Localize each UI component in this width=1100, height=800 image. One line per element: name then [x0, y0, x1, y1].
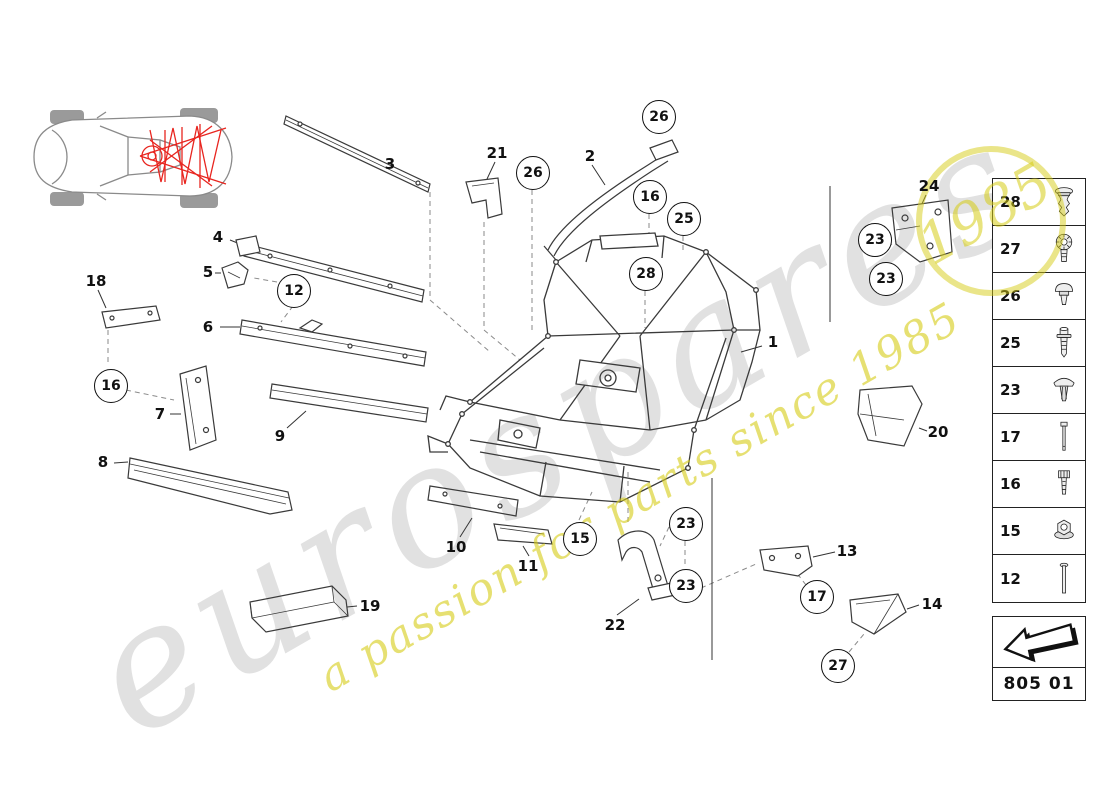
callout-label-9[interactable]: 9	[274, 427, 286, 445]
callout-circle-23[interactable]: 23	[869, 262, 903, 296]
legend-part-number: 26	[1000, 287, 1021, 305]
legend-row-26[interactable]: 26	[993, 273, 1085, 320]
legend-part-number: 23	[1000, 381, 1021, 399]
plug-grommet-icon	[1050, 278, 1078, 314]
part-8-long-beam	[127, 457, 293, 515]
callout-label-20[interactable]: 20	[927, 423, 949, 441]
callout-label-3[interactable]: 3	[384, 155, 396, 173]
callout-label-6[interactable]: 6	[202, 318, 214, 336]
callout-label-18[interactable]: 18	[85, 272, 107, 290]
part-18-bar	[101, 305, 161, 329]
part-10-beam	[427, 485, 519, 517]
car-chassis-highlight	[139, 124, 227, 188]
legend-part-number: 28	[1000, 193, 1021, 211]
part-21-bracket	[465, 177, 503, 219]
back-arrow-icon[interactable]	[993, 617, 1085, 668]
legend-part-number: 15	[1000, 522, 1021, 540]
legend-part-number: 12	[1000, 569, 1021, 588]
legend-part-number: 25	[1000, 334, 1021, 352]
socket-screw-icon	[1050, 466, 1078, 502]
long-stud-icon	[1050, 561, 1078, 597]
legend-row-16[interactable]: 16	[993, 461, 1085, 508]
callout-circle-25[interactable]: 25	[667, 202, 701, 236]
leader-lines	[97, 149, 928, 660]
callout-circle-23[interactable]: 23	[858, 223, 892, 257]
callout-label-11[interactable]: 11	[517, 557, 539, 575]
car-top-view	[33, 108, 233, 208]
callout-label-24[interactable]: 24	[918, 177, 940, 195]
legend-row-25[interactable]: 25	[993, 320, 1085, 367]
main-frame-part-1	[427, 232, 761, 503]
legend-part-number: 16	[1000, 475, 1021, 493]
part-3-rail	[283, 115, 431, 193]
legend-row-23[interactable]: 23	[993, 367, 1085, 414]
part-11-bracket	[493, 523, 553, 545]
callout-label-14[interactable]: 14	[921, 595, 943, 613]
legend-row-17[interactable]: 17	[993, 414, 1085, 461]
dashed-construction-lines	[107, 190, 898, 653]
callout-label-1[interactable]: 1	[767, 333, 779, 351]
callout-circle-16[interactable]: 16	[633, 180, 667, 214]
callout-circle-26[interactable]: 26	[516, 156, 550, 190]
part-19-box-beam	[249, 585, 349, 633]
part-24-bracket	[891, 199, 953, 263]
legend-part-number: 17	[1000, 428, 1021, 446]
part-4-rail	[235, 235, 425, 303]
expanding-rivet-icon	[1050, 184, 1078, 220]
callout-label-21[interactable]: 21	[486, 144, 508, 162]
callout-circle-15[interactable]: 15	[563, 522, 597, 556]
long-bolt-icon	[1050, 419, 1078, 455]
callout-circle-28[interactable]: 28	[629, 257, 663, 291]
part-7-plate	[179, 365, 217, 451]
callout-label-7[interactable]: 7	[154, 405, 166, 423]
legend-row-27[interactable]: 27	[993, 226, 1085, 273]
callout-label-2[interactable]: 2	[584, 147, 596, 165]
callout-circle-17[interactable]: 17	[800, 580, 834, 614]
legend-row-12[interactable]: 12	[993, 555, 1085, 602]
callout-circle-26[interactable]: 26	[642, 100, 676, 134]
knurled-screw-icon	[1050, 231, 1078, 267]
callout-label-13[interactable]: 13	[836, 542, 858, 560]
part-20-wedge	[857, 385, 923, 447]
shouldered-bolt-icon	[1050, 325, 1078, 361]
part-14-wedge	[849, 593, 907, 635]
callout-circle-16[interactable]: 16	[94, 369, 128, 403]
part-2-curved-rail	[543, 139, 679, 261]
part-6-rail	[239, 319, 427, 367]
callout-label-10[interactable]: 10	[445, 538, 467, 556]
callout-circle-27[interactable]: 27	[821, 649, 855, 683]
part-5-clamp	[221, 261, 249, 289]
callout-label-4[interactable]: 4	[212, 228, 224, 246]
callout-circle-12[interactable]: 12	[277, 274, 311, 308]
callout-label-5[interactable]: 5	[202, 263, 214, 281]
diagram-code: 805 01	[1003, 674, 1075, 694]
callout-label-19[interactable]: 19	[359, 597, 381, 615]
diagram-code-box: 805 01	[992, 616, 1086, 701]
fastener-legend: 28 27 26	[992, 178, 1086, 603]
callout-label-8[interactable]: 8	[97, 453, 109, 471]
callout-circle-23[interactable]: 23	[669, 507, 703, 541]
legend-row-15[interactable]: 15	[993, 508, 1085, 555]
flange-nut-icon	[1050, 513, 1078, 549]
callout-label-22[interactable]: 22	[604, 616, 626, 634]
part-13-bracket	[759, 545, 813, 577]
legend-row-28[interactable]: 28	[993, 179, 1085, 226]
callout-circle-23[interactable]: 23	[669, 569, 703, 603]
part-9-beam	[269, 383, 429, 423]
legend-part-number: 27	[1000, 240, 1021, 258]
mushroom-rivet-icon	[1050, 372, 1078, 408]
